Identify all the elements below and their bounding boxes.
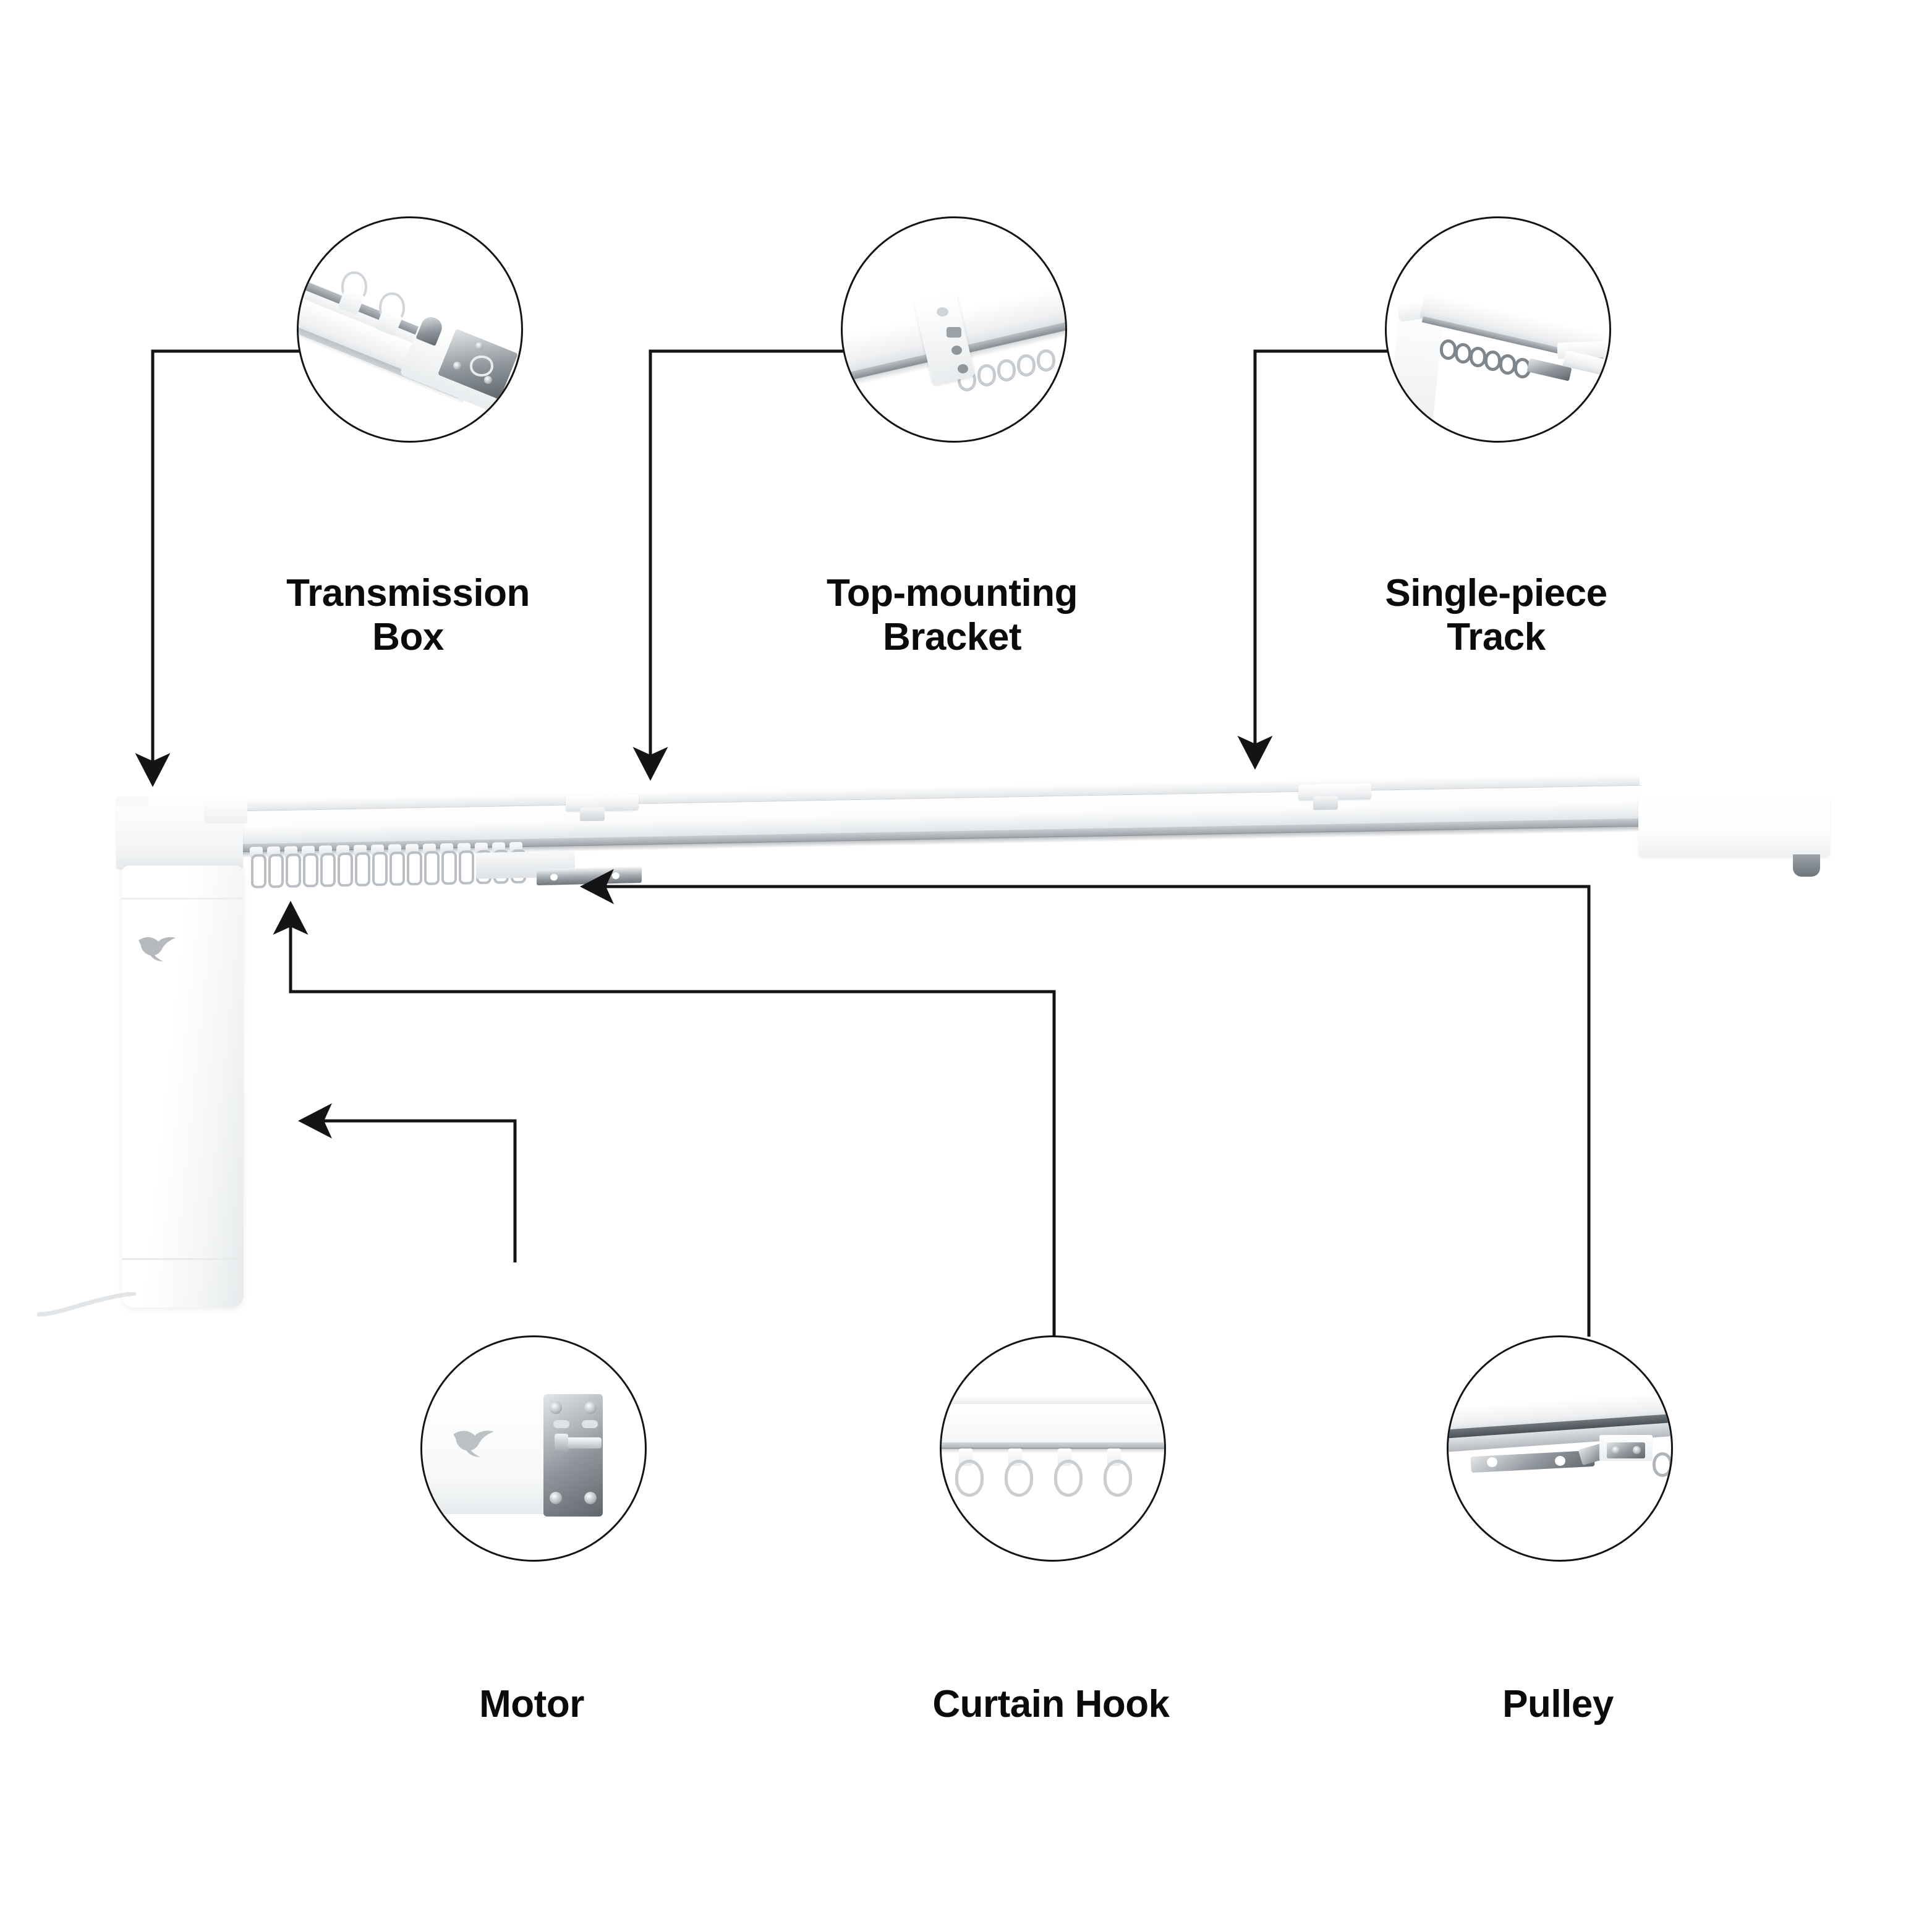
track-end-foot	[1793, 854, 1820, 877]
callout-curtain-hook[interactable]	[940, 1335, 1166, 1562]
callout-pulley[interactable]	[1447, 1335, 1673, 1562]
label-top-mounting-bracket: Top-mounting Bracket	[826, 572, 1078, 658]
label-single-piece-track: Single-piece Track	[1385, 572, 1607, 658]
top-mounting-bracket-tab-1	[580, 807, 605, 822]
motor-photo-icon	[422, 1337, 645, 1560]
transmission-box-cap	[204, 799, 247, 823]
track-end-cap	[1638, 798, 1830, 857]
callout-motor[interactable]	[420, 1335, 647, 1562]
label-transmission-box: Transmission Box	[286, 572, 530, 658]
top-mounting-bracket-tab-2	[1313, 796, 1338, 811]
single-piece-track-photo-icon	[1387, 218, 1609, 441]
callout-top-mounting-bracket[interactable]	[841, 216, 1067, 443]
transmission-box-notch	[116, 796, 148, 806]
label-pulley: Pulley	[1502, 1683, 1614, 1726]
label-curtain-hook: Curtain Hook	[932, 1683, 1170, 1726]
top-mounting-bracket-photo-icon	[843, 218, 1065, 441]
power-cord	[37, 1292, 136, 1317]
motor-seam-bottom	[122, 1258, 244, 1260]
label-motor: Motor	[479, 1683, 584, 1726]
callout-transmission-box[interactable]	[297, 216, 523, 443]
pulley-photo-icon	[1449, 1337, 1671, 1560]
motor-seam-top	[122, 898, 244, 900]
brand-bird-logo-icon	[135, 930, 179, 966]
curtain-hook-photo-icon	[942, 1337, 1164, 1560]
pulley-metal-arm	[537, 866, 642, 886]
callout-single-piece-track[interactable]	[1385, 216, 1611, 443]
transmission-box-photo-icon	[299, 218, 521, 441]
